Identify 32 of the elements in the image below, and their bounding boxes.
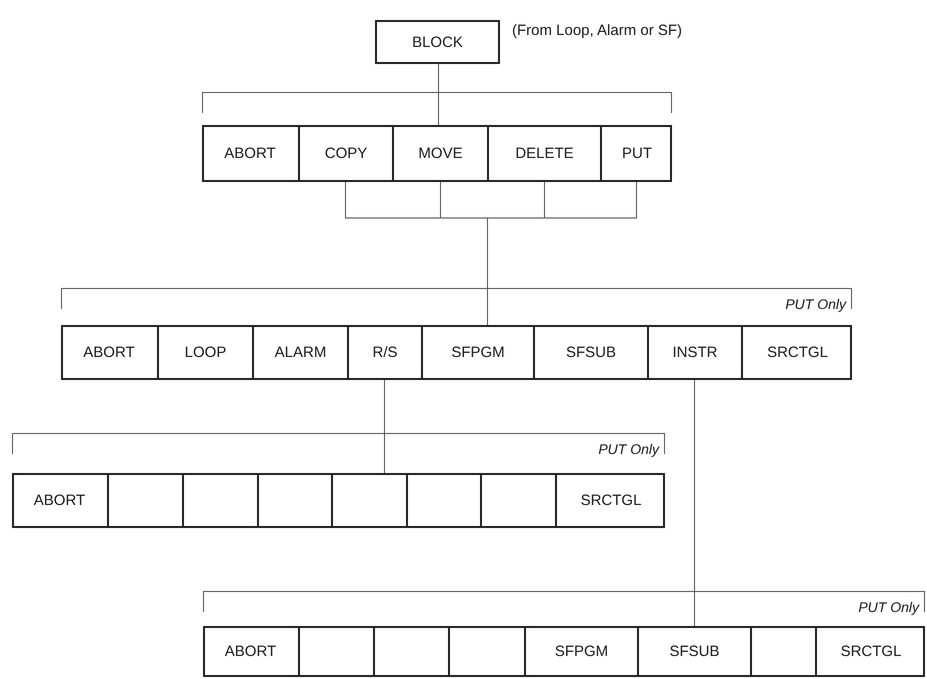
softkey: ABORT <box>61 327 157 378</box>
softkey-row <box>203 626 925 677</box>
softkey: R/S <box>347 327 421 378</box>
softkey: INSTR <box>647 327 741 378</box>
softkey: PUT <box>600 127 672 180</box>
connector-line <box>487 182 637 326</box>
softkey: COPY <box>298 127 392 180</box>
softkey: SFPGM <box>421 327 533 378</box>
note-text: PUT Only <box>598 441 659 457</box>
note-text: PUT Only <box>785 296 846 312</box>
connector-line <box>384 380 385 474</box>
note-text: (From Loop, Alarm or SF) <box>512 22 682 39</box>
softkey: ALARM <box>252 327 347 378</box>
softkey: ABORT <box>12 475 107 526</box>
softkey-row <box>12 473 665 528</box>
connector-line <box>438 64 439 126</box>
softkey: SRCTGL <box>741 327 852 378</box>
softkey: SRCTGL <box>815 628 925 675</box>
menu-key: BLOCK <box>375 20 500 64</box>
softkey: SFSUB <box>533 327 647 378</box>
softkey: LOOP <box>157 327 252 378</box>
softkey: SFPGM <box>524 628 637 675</box>
softkey: ABORT <box>202 127 298 180</box>
softkey: SRCTGL <box>555 475 665 526</box>
softkey: ABORT <box>203 628 298 675</box>
connector-line <box>694 380 695 626</box>
softkey: DELETE <box>487 127 600 180</box>
softkey: MOVE <box>392 127 487 180</box>
softkey-row <box>202 125 672 182</box>
softkey: SFSUB <box>637 628 750 675</box>
note-text: PUT Only <box>858 599 919 615</box>
softkey-row <box>61 325 852 380</box>
